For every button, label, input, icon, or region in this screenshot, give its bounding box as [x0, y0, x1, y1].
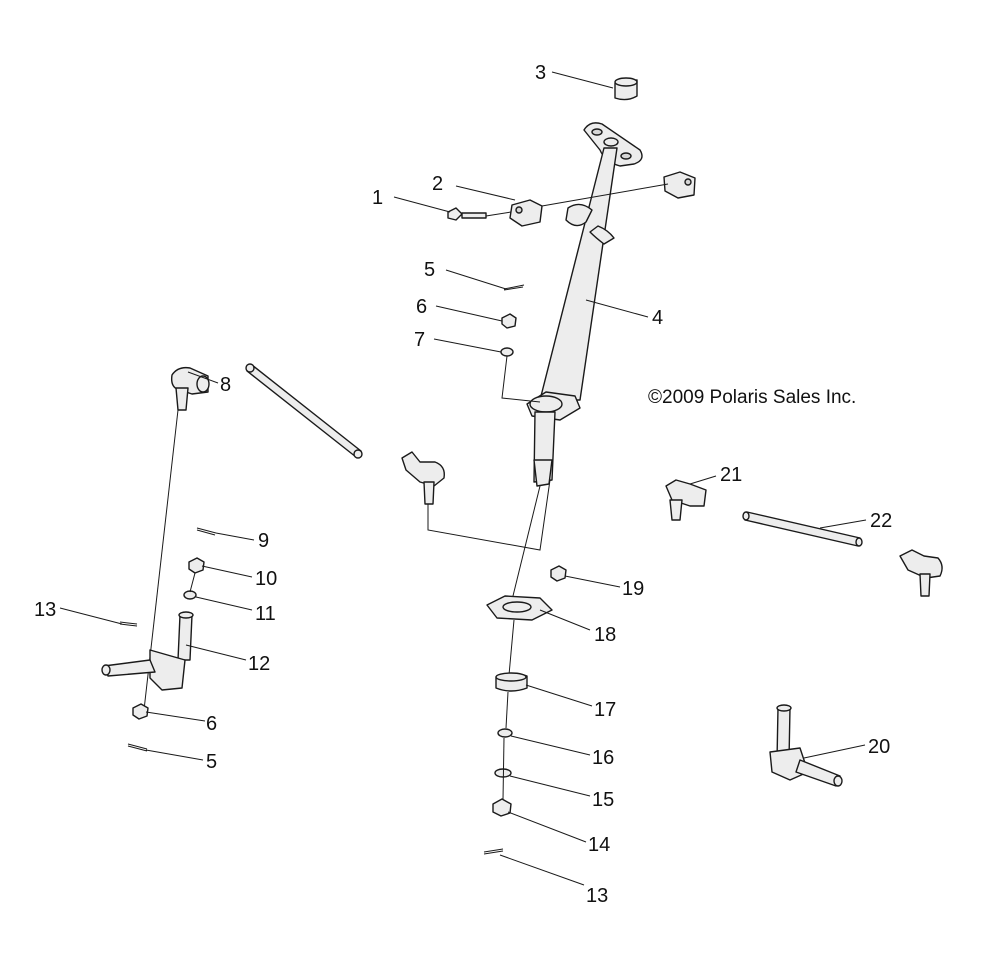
tie-rod-end-right-outer — [899, 549, 943, 597]
part-5-cotter-pin-lower — [127, 743, 148, 752]
part-14-castle-nut — [492, 798, 512, 817]
callout-19: 19 — [622, 578, 644, 600]
tie-rod-end-left-inner — [401, 451, 445, 505]
callout-2: 2 — [432, 173, 443, 195]
part-8-tie-rod-end — [170, 366, 210, 411]
part-7-washer — [500, 347, 514, 357]
callout-11: 11 — [255, 603, 276, 625]
callout-6-lower: 6 — [206, 713, 217, 735]
part-18-bearing-flange — [486, 595, 553, 621]
callout-16: 16 — [592, 747, 614, 769]
callout-8: 8 — [220, 374, 231, 396]
callout-10: 10 — [255, 568, 277, 590]
callout-6-upper: 6 — [416, 296, 427, 318]
part-13-cotter-pin-center — [483, 848, 504, 855]
part-11-washer — [183, 590, 197, 600]
part-6-nut-upper — [501, 313, 517, 329]
part-17-bushing — [495, 672, 528, 692]
part-19-nut — [550, 565, 567, 582]
callout-1: 1 — [372, 187, 383, 209]
callout-5-upper: 5 — [424, 259, 435, 281]
callout-22: 22 — [870, 510, 892, 532]
callout-13-center: 13 — [586, 885, 608, 907]
callout-20: 20 — [868, 736, 890, 758]
part-1-bolt — [447, 207, 487, 221]
part-13-cotter-pin-left — [119, 621, 138, 627]
callout-14: 14 — [588, 834, 610, 856]
callout-4: 4 — [652, 307, 663, 329]
callout-5-lower: 5 — [206, 751, 217, 773]
tie-rod-left — [245, 363, 363, 459]
part-16-washer — [497, 728, 513, 738]
part-9-cotter-pin — [196, 527, 217, 536]
part-4-steering-post — [526, 122, 643, 487]
callout-3: 3 — [535, 62, 546, 84]
copyright-text: ©2009 Polaris Sales Inc. — [648, 387, 856, 408]
part-10-nut — [188, 557, 205, 574]
callout-13-left: 13 — [34, 599, 56, 621]
callout-12: 12 — [248, 653, 270, 675]
callout-18: 18 — [594, 624, 616, 646]
part-21-tie-rod-end — [665, 479, 707, 521]
part-20-spindle-right — [769, 704, 843, 787]
part-22-tie-rod — [742, 511, 863, 547]
callout-17: 17 — [594, 699, 616, 721]
callout-9: 9 — [258, 530, 269, 552]
part-12-spindle-left — [101, 611, 194, 691]
part-6-nut-lower-left — [132, 703, 149, 720]
part-3-cap — [614, 77, 638, 101]
callout-15: 15 — [592, 789, 614, 811]
part-5-cotter-pin-upper — [503, 284, 525, 291]
callout-21: 21 — [720, 464, 742, 486]
callout-7: 7 — [414, 329, 425, 351]
part-2-clamp — [509, 171, 696, 227]
